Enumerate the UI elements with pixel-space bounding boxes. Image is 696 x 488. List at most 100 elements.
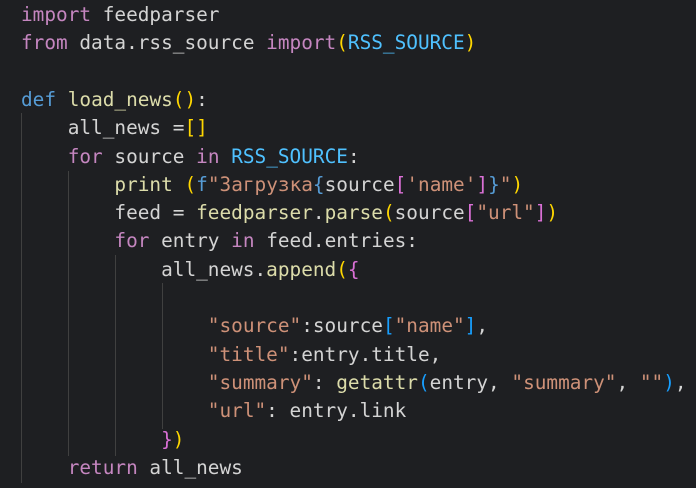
code-token: source (324, 172, 395, 196)
code-token (173, 173, 185, 196)
code-token: "title" (207, 342, 290, 366)
code-token: getattr (336, 370, 418, 394)
code-token: [ (382, 314, 395, 338)
code-token: : (347, 144, 360, 168)
code-line[interactable]: }) (21, 426, 184, 454)
code-token (21, 428, 161, 451)
code-token: ) (172, 427, 185, 451)
code-token (21, 343, 208, 366)
code-token: "source" (207, 314, 302, 338)
code-token: [ (394, 172, 407, 196)
code-token: feed.entries: (254, 229, 418, 253)
code-token: ( (336, 31, 348, 55)
code-token: ) (464, 31, 477, 55)
code-token: append (266, 257, 337, 281)
code-token: def (21, 87, 57, 111)
code-token: ] (476, 172, 489, 196)
indent-guide (21, 113, 22, 483)
code-token: ( (336, 257, 348, 281)
code-token: :source (301, 314, 383, 338)
code-token: , (616, 370, 640, 394)
indent-guide (115, 255, 116, 456)
code-line[interactable]: for source in RSS_SOURCE: (21, 143, 360, 171)
code-line[interactable]: feed = feedparser.parse(source["url"]) (21, 199, 558, 227)
code-token: feed = (21, 201, 197, 225)
code-token: print (114, 172, 173, 196)
code-token: return (67, 455, 138, 479)
code-line[interactable]: for entry in feed.entries: (21, 227, 418, 255)
code-token (21, 145, 68, 168)
code-token (21, 399, 208, 422)
code-token: RSS_SOURCE (231, 144, 348, 168)
code-token: import (266, 31, 337, 55)
code-token: in (231, 229, 255, 253)
code-line[interactable]: def load_news(): (21, 86, 208, 114)
code-token: { (347, 257, 360, 281)
code-token: ] (534, 201, 547, 225)
code-token (21, 173, 114, 196)
code-token: for (67, 144, 103, 168)
code-token: : (312, 370, 337, 394)
code-token: { (312, 172, 325, 196)
code-token: ) (663, 370, 675, 394)
code-token (21, 314, 208, 337)
code-token: f (196, 172, 208, 196)
code-token: data.rss_source (67, 31, 267, 55)
code-token: feedparser (196, 201, 313, 225)
code-token: in (196, 144, 220, 168)
code-token: RSS_SOURCE (347, 31, 465, 55)
code-token: import (21, 3, 92, 26)
code-token: for (114, 229, 150, 253)
code-token: "summary" (207, 370, 313, 394)
code-line[interactable]: "summary": getattr(entry, "summary", "")… (21, 369, 687, 397)
code-token (21, 229, 114, 252)
code-token: , (674, 370, 687, 394)
code-token (91, 3, 103, 26)
code-token (21, 456, 68, 479)
code-token: feedparser (102, 3, 220, 26)
code-token: :entry.title, (289, 342, 442, 366)
code-line[interactable]: return all_news (21, 454, 243, 482)
code-token: entry (149, 229, 232, 253)
code-line[interactable]: all_news =[] (21, 114, 208, 142)
code-token: "name" (394, 314, 465, 338)
code-token: "url" (207, 399, 267, 423)
code-token: } (488, 172, 500, 196)
code-line[interactable]: "source":source["name"], (21, 312, 488, 340)
code-token: ( (184, 172, 197, 196)
code-token: source (394, 201, 465, 225)
code-line[interactable]: import feedparser (21, 1, 219, 29)
code-token: } (161, 427, 173, 451)
code-token: ( (382, 201, 395, 225)
code-token: , (476, 314, 489, 338)
code-token: parse (324, 201, 383, 225)
code-token: . (312, 201, 325, 225)
code-token: from (21, 31, 68, 55)
code-token (220, 145, 232, 168)
code-token (56, 88, 68, 111)
code-token: ) (546, 201, 559, 225)
code-line[interactable]: print (f"Загрузка{source['name']}") (21, 171, 523, 199)
code-token: " (499, 172, 512, 196)
indent-guide (68, 171, 69, 456)
code-token: [] (184, 116, 208, 140)
code-token: () (172, 87, 197, 111)
code-token: load_news (67, 87, 173, 111)
code-token: all_news (137, 455, 243, 479)
code-token: 'name' (406, 172, 477, 196)
code-token: all_news. (21, 257, 267, 281)
code-token: entry, (429, 370, 512, 394)
code-token: : (196, 87, 208, 111)
code-token: ] (464, 314, 477, 338)
code-line[interactable]: from data.rss_source import(RSS_SOURCE) (21, 29, 476, 57)
code-token: : entry.link (266, 399, 407, 423)
code-line[interactable]: "url": entry.link (21, 397, 406, 425)
code-token: all_news = (21, 116, 185, 140)
code-token: "url" (476, 201, 535, 225)
code-line[interactable]: "title":entry.title, (21, 341, 442, 369)
code-token: source (102, 144, 197, 168)
indent-guide (162, 283, 163, 429)
code-token: ( (417, 370, 430, 394)
code-line[interactable]: all_news.append({ (21, 256, 360, 284)
